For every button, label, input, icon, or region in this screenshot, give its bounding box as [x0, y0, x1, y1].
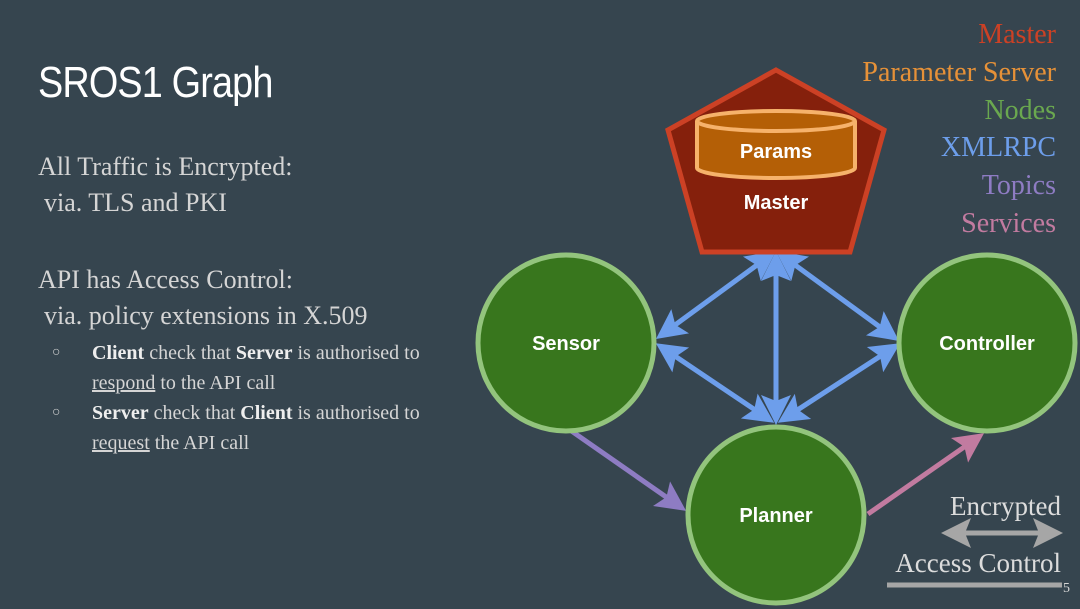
- access-control-bullets: ○ Client check that Server is authorised …: [52, 338, 442, 458]
- bullet-circle-icon: ○: [52, 345, 61, 360]
- params-cylinder: [695, 109, 857, 180]
- access-control-key-label: Access Control: [895, 548, 1061, 578]
- bullet-text: the API call: [149, 432, 250, 454]
- access-control-heading: API has Access Control:: [38, 265, 293, 294]
- params-label: Params: [740, 141, 812, 163]
- xmlrpc-edge-master-sensor: [655, 251, 777, 339]
- xmlrpc-edge-sensor-planner: [655, 343, 775, 423]
- legend-parameter-server: Parameter Server: [862, 56, 1056, 88]
- bullet-item: ○ Client check that Server is authorised …: [52, 338, 442, 398]
- bullet-bold-term: Client: [92, 342, 145, 364]
- access-control-paragraph: API has Access Control: via. policy exte…: [38, 262, 368, 334]
- bullet-bold-term: Server: [235, 342, 293, 364]
- bullet-text: check that: [148, 402, 241, 424]
- controller-label: Controller: [939, 333, 1035, 355]
- master-label: Master: [744, 192, 809, 214]
- service-edge-planner-controller: [866, 433, 985, 517]
- slide-title: SROS1 Graph: [38, 58, 273, 107]
- bullet-underlined-term: respond: [92, 372, 156, 394]
- bullet-circle-icon: ○: [52, 405, 61, 420]
- legend-master: Master: [978, 19, 1056, 50]
- legend-services: Services: [961, 207, 1056, 239]
- page-number: 5: [1063, 581, 1070, 596]
- encryption-detail: via. TLS and PKI: [44, 188, 227, 217]
- xmlrpc-edge-master-controller: [775, 251, 900, 341]
- bullet-text: is authorised to: [292, 342, 420, 364]
- bullet-item: ○ Server check that Client is authorised …: [52, 398, 442, 458]
- bullet-text: to the API call: [155, 372, 276, 394]
- bullet-bold-term: Server: [92, 402, 149, 424]
- topic-edge-sensor-planner: [568, 427, 687, 511]
- encryption-heading: All Traffic is Encrypted:: [38, 152, 293, 181]
- bullet-underlined-term: request: [92, 432, 150, 454]
- color-legend: Master Parameter Server Nodes XMLRPC Top…: [862, 16, 1056, 243]
- bullet-bold-term: Client: [240, 402, 293, 424]
- legend-topics: Topics: [981, 170, 1056, 202]
- xmlrpc-edge-controller-planner: [777, 343, 901, 423]
- encryption-paragraph: All Traffic is Encrypted: via. TLS and P…: [38, 149, 292, 221]
- legend-xmlrpc: XMLRPC: [940, 132, 1056, 164]
- encrypted-key-label: Encrypted: [950, 491, 1061, 521]
- sensor-node: [475, 252, 657, 434]
- bullet-text: is authorised to: [292, 402, 420, 424]
- planner-node: [685, 424, 867, 606]
- bullet-text: check that: [144, 342, 236, 364]
- access-control-detail: via. policy extensions in X.509: [44, 301, 368, 330]
- legend-nodes: Nodes: [984, 94, 1056, 126]
- planner-label: Planner: [739, 505, 813, 527]
- sensor-label: Sensor: [532, 333, 600, 355]
- controller-node: [896, 252, 1078, 434]
